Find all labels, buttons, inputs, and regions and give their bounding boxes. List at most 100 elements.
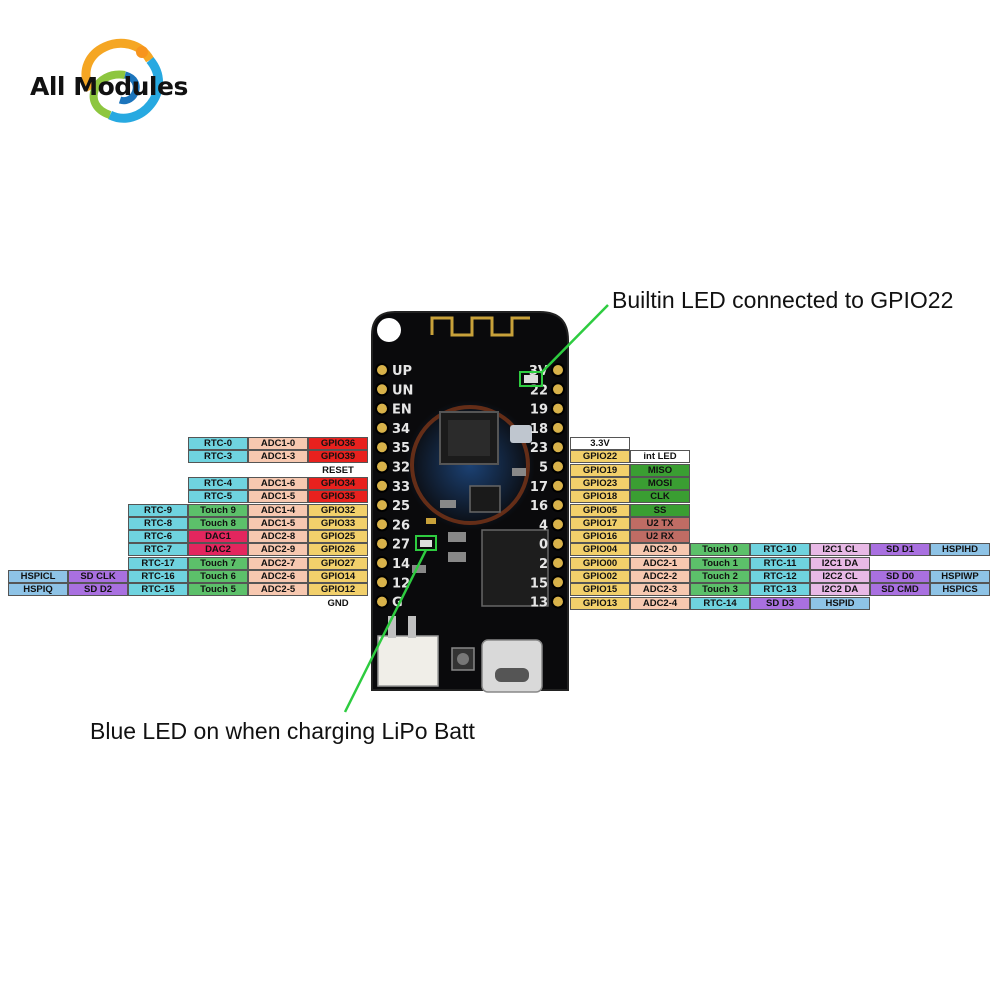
right-pin-cell-rtc-10: RTC-10 bbox=[750, 543, 810, 557]
right-pin-cell-rtc-11: RTC-11 bbox=[750, 556, 810, 570]
left-pin-cell-touch-5: Touch 5 bbox=[188, 583, 248, 597]
right-pin-cell-hspid: HSPID bbox=[810, 596, 870, 610]
left-silk-label: UP bbox=[392, 364, 412, 379]
right-pin-cell-gpio04: GPIO04 bbox=[570, 543, 630, 557]
right-pin-hole bbox=[551, 556, 565, 570]
left-pin-cell-touch-6: Touch 6 bbox=[188, 570, 248, 583]
left-silk-label: 26 bbox=[392, 518, 410, 533]
left-pin-cell-adc1-0: ADC1-0 bbox=[248, 437, 308, 450]
left-pin-cell-gpio32: GPIO32 bbox=[308, 503, 368, 517]
right-pin-cell-gpio23: GPIO23 bbox=[570, 476, 630, 490]
right-pin-hole bbox=[551, 517, 565, 532]
right-pin-cell-adc2-2: ADC2-2 bbox=[630, 570, 690, 583]
right-silk-label: 0 bbox=[539, 538, 548, 553]
left-pin-cell-hspicl: HSPICL bbox=[8, 570, 68, 583]
right-pin-cell-touch-2: Touch 2 bbox=[690, 570, 750, 583]
logo-text: All Modules bbox=[30, 72, 188, 101]
right-pin-cell-adc2-1: ADC2-1 bbox=[630, 556, 690, 570]
left-pin-hole bbox=[375, 363, 389, 377]
left-silk-label: 35 bbox=[392, 441, 410, 456]
left-pin-cell-sd-d2: SD D2 bbox=[68, 583, 128, 597]
right-pin-hole bbox=[551, 440, 565, 455]
left-pin-cell-adc2-9: ADC2-9 bbox=[248, 543, 308, 557]
right-pin-cell-sd-cmd: SD CMD bbox=[870, 583, 930, 597]
right-silk-label: 15 bbox=[530, 576, 548, 591]
right-pin-hole bbox=[551, 594, 565, 609]
right-pin-hole bbox=[551, 363, 565, 377]
right-pin-cell-mosi: MOSI bbox=[630, 476, 690, 490]
right-silk-label: 22 bbox=[530, 383, 548, 398]
right-pin-cell-i2c1-cl: I2C1 CL bbox=[810, 543, 870, 557]
right-pin-hole bbox=[551, 498, 565, 513]
right-pin-cell-clk: CLK bbox=[630, 490, 690, 504]
right-pin-hole bbox=[551, 401, 565, 416]
left-silk-label: 12 bbox=[392, 576, 410, 591]
blue-led-callout: Blue LED on when charging LiPo Batt bbox=[90, 718, 475, 744]
right-pin-cell-touch-3: Touch 3 bbox=[690, 583, 750, 597]
right-pin-cell-adc2-4: ADC2-4 bbox=[630, 596, 690, 610]
left-pin-cell-adc2-8: ADC2-8 bbox=[248, 530, 308, 544]
left-pin-hole bbox=[375, 575, 389, 590]
left-silk-label: 25 bbox=[392, 499, 410, 514]
right-pin-hole bbox=[551, 382, 565, 397]
right-silk-label: 17 bbox=[530, 480, 548, 495]
left-pin-cell-gpio27: GPIO27 bbox=[308, 556, 368, 570]
right-pin-cell-sd-d3: SD D3 bbox=[750, 596, 810, 610]
left-silk-label: 27 bbox=[392, 538, 410, 553]
right-pin-cell-miso: MISO bbox=[630, 463, 690, 477]
right-pin-cell-i2c2-da: I2C2 DA bbox=[810, 583, 870, 597]
right-silk-label: 23 bbox=[530, 441, 548, 456]
left-pin-cell-gpio36: GPIO36 bbox=[308, 437, 368, 450]
right-pin-cell-ss: SS bbox=[630, 503, 690, 517]
right-pin-cell-touch-1: Touch 1 bbox=[690, 556, 750, 570]
right-pin-cell-gpio17: GPIO17 bbox=[570, 516, 630, 530]
right-pin-cell-i2c1-da: I2C1 DA bbox=[810, 556, 870, 570]
left-pin-cell-rtc-16: RTC-16 bbox=[128, 570, 188, 583]
left-pin-hole bbox=[375, 440, 389, 455]
left-pin-cell-adc1-5: ADC1-5 bbox=[248, 516, 308, 530]
builtin-led-callout: Builtin LED connected to GPIO22 bbox=[612, 287, 954, 313]
right-pin-cell-gpio16: GPIO16 bbox=[570, 530, 630, 544]
right-pin-cell-gpio13: GPIO13 bbox=[570, 596, 630, 610]
left-pin-cell-rtc-6: RTC-6 bbox=[128, 530, 188, 544]
left-pin-hole bbox=[375, 556, 389, 570]
left-pin-cell-gpio35: GPIO35 bbox=[308, 490, 368, 504]
left-pin-cell-adc2-7: ADC2-7 bbox=[248, 556, 308, 570]
left-pin-cell-hspiq: HSPIQ bbox=[8, 583, 68, 597]
right-pin-cell-sd-d0: SD D0 bbox=[870, 570, 930, 583]
left-pin-hole bbox=[375, 517, 389, 532]
left-silk-label: EN bbox=[392, 403, 412, 418]
right-silk-label: 2 bbox=[539, 557, 548, 572]
right-pin-cell-hspihd: HSPIHD bbox=[930, 543, 990, 557]
left-pin-hole bbox=[375, 478, 389, 493]
right-pin-cell-i2c2-cl: I2C2 CL bbox=[810, 570, 870, 583]
right-pin-cell-rtc-14: RTC-14 bbox=[690, 596, 750, 610]
left-pin-cell-adc1-3: ADC1-3 bbox=[248, 450, 308, 464]
left-pin-cell-rtc-7: RTC-7 bbox=[128, 543, 188, 557]
left-silk-label: 33 bbox=[392, 480, 410, 495]
left-pin-cell-adc1-5: ADC1-5 bbox=[248, 490, 308, 504]
left-pin-cell-touch-7: Touch 7 bbox=[188, 556, 248, 570]
right-pin-cell-int-led: int LED bbox=[630, 450, 690, 464]
left-pin-cell-gpio39: GPIO39 bbox=[308, 450, 368, 464]
right-pin-cell-gpio00: GPIO00 bbox=[570, 556, 630, 570]
right-pin-cell-hspics: HSPICS bbox=[930, 583, 990, 597]
right-silk-label: 4 bbox=[539, 518, 548, 533]
left-pin-cell-rtc-4: RTC-4 bbox=[188, 476, 248, 490]
right-silk-label: 5 bbox=[539, 461, 548, 476]
left-pin-hole bbox=[375, 420, 389, 435]
left-pin-cell-gpio34: GPIO34 bbox=[308, 476, 368, 490]
left-pin-cell-rtc-8: RTC-8 bbox=[128, 516, 188, 530]
left-pin-cell-sd-clk: SD CLK bbox=[68, 570, 128, 583]
left-pin-hole bbox=[375, 382, 389, 397]
left-silk-label: UN bbox=[392, 383, 413, 398]
right-pin-cell-touch-0: Touch 0 bbox=[690, 543, 750, 557]
left-pin-cell-rtc-3: RTC-3 bbox=[188, 450, 248, 464]
left-pin-cell-rtc-17: RTC-17 bbox=[128, 556, 188, 570]
left-pin-cell-dac1: DAC1 bbox=[188, 530, 248, 544]
right-pin-cell-gpio02: GPIO02 bbox=[570, 570, 630, 583]
right-pin-cell-gpio19: GPIO19 bbox=[570, 463, 630, 477]
right-pin-cell-gpio22: GPIO22 bbox=[570, 450, 630, 464]
right-pin-cell-u2-tx: U2 TX bbox=[630, 516, 690, 530]
